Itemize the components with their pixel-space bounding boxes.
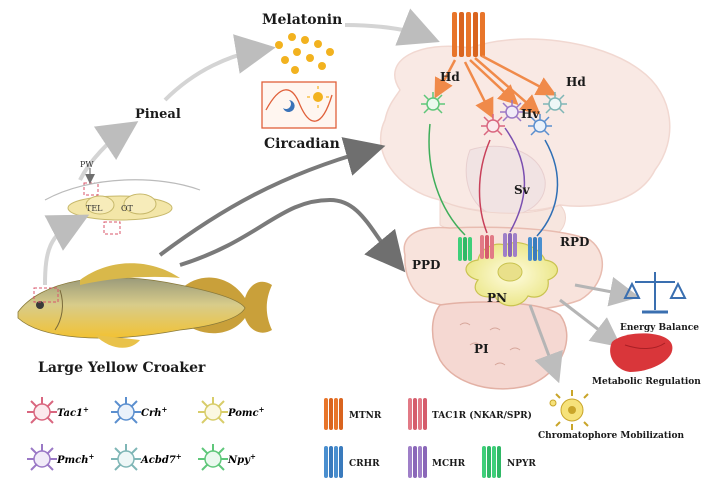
light-arrows bbox=[43, 8, 440, 286]
legend-neuron-pmch-label: Pmch+ bbox=[56, 452, 94, 466]
neuron-crh-brain bbox=[528, 114, 552, 136]
pn-label: PN bbox=[487, 291, 507, 305]
legend-mchr-label: MCHR bbox=[432, 459, 466, 469]
legend-neuron-acbd7-label: Acbd7+ bbox=[140, 452, 182, 466]
tac1r-receptor bbox=[480, 235, 494, 259]
legend-mtnr-label: MTNR bbox=[349, 411, 382, 421]
neuron-acbd7-brain bbox=[543, 92, 567, 114]
legend-neuron-pmch-icon bbox=[27, 444, 57, 471]
brain-outline bbox=[379, 38, 671, 238]
metabolic-regulation-label: Metabolic Regulation bbox=[592, 377, 701, 387]
ppd-label: PPD bbox=[412, 258, 440, 272]
legend-neuron-npy-label: Npy+ bbox=[227, 452, 256, 466]
circadian-label: Circadian bbox=[264, 136, 340, 152]
fish-brain bbox=[44, 168, 201, 235]
hv-label: Hv bbox=[521, 107, 540, 121]
mchr-receptor bbox=[503, 233, 517, 257]
dark-arrows bbox=[158, 137, 406, 273]
receptor-legend bbox=[324, 398, 501, 478]
croaker-fish bbox=[17, 263, 272, 348]
neuron-pmch-brain bbox=[500, 100, 524, 122]
hd-right-label: Hd bbox=[566, 75, 586, 89]
legend-neuron-pomc-icon bbox=[198, 397, 228, 424]
legend-npyr-icon bbox=[482, 446, 501, 478]
diagram-title: Large Yellow Croaker bbox=[38, 360, 206, 376]
mtnr-receptor-top bbox=[452, 12, 485, 57]
axons bbox=[428, 123, 559, 237]
neuron-tac1-brain bbox=[481, 114, 505, 136]
legend-neuron-crh-icon bbox=[111, 397, 141, 424]
legend-neuron-crh-label: Crh+ bbox=[141, 405, 168, 419]
neuron-legend bbox=[27, 397, 228, 471]
chromatophore-icon bbox=[549, 390, 589, 430]
circadian-box bbox=[261, 81, 337, 129]
rpd-label: RPD bbox=[560, 235, 589, 249]
neuron-npy-brain bbox=[421, 92, 445, 114]
hd-left-label: Hd bbox=[440, 70, 460, 84]
chromatophore-mobilization-label: Chromatophore Mobilization bbox=[538, 431, 684, 441]
melatonin-label: Melatonin bbox=[262, 12, 342, 28]
outcome-arrows bbox=[528, 276, 640, 384]
legend-mtnr-icon bbox=[324, 398, 343, 430]
npyr-receptor bbox=[458, 237, 472, 261]
mtnr-arrows bbox=[434, 54, 557, 119]
legend-neuron-acbd7-icon bbox=[111, 444, 141, 471]
legend-crhr-label: CRHR bbox=[349, 459, 380, 469]
legend-neuron-tac1-icon bbox=[27, 397, 57, 424]
legend-neuron-pomc-label: Pomc+ bbox=[227, 405, 265, 419]
legend-mchr-icon bbox=[408, 446, 427, 478]
liver-icon bbox=[610, 333, 673, 372]
crhr-receptor bbox=[528, 237, 542, 261]
legend-crhr-icon bbox=[324, 446, 343, 478]
ot-label: OT bbox=[121, 204, 134, 213]
legend-neuron-tac1-label: Tac1+ bbox=[57, 405, 89, 419]
brain-neurons bbox=[421, 92, 567, 136]
pineal-label: Pineal bbox=[135, 107, 181, 122]
legend-npyr-label: NPYR bbox=[507, 459, 536, 469]
tel-label: TEL bbox=[86, 204, 103, 213]
balance-scale-icon bbox=[623, 272, 687, 314]
energy-balance-label: Energy Balance bbox=[620, 323, 699, 333]
legend-tac1r-icon bbox=[408, 398, 427, 430]
sv-label: Sv bbox=[514, 183, 531, 197]
pituitary-receptors bbox=[458, 233, 542, 261]
legend-neuron-npy-icon bbox=[198, 444, 228, 471]
pi-label: PI bbox=[474, 342, 489, 356]
melatonin-dots bbox=[275, 33, 334, 74]
pw-label: PW bbox=[80, 160, 94, 169]
legend-tac1r-label: TAC1R (NKAR/SPR) bbox=[432, 410, 532, 421]
